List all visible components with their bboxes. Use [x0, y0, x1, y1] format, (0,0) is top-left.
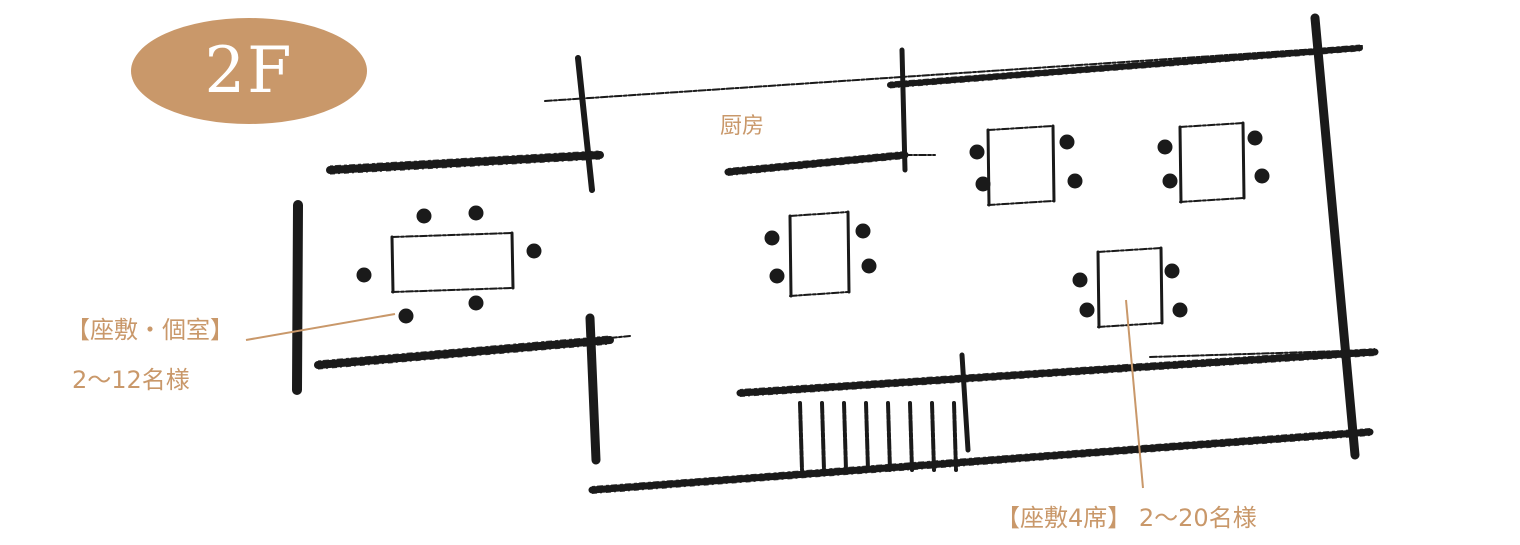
- table-top-2-edge-left-edge: [1179, 128, 1182, 204]
- wall-top-right-edge: [889, 49, 1361, 89]
- stair-tread: [864, 401, 870, 472]
- wall-bottom-edge: [591, 427, 1371, 488]
- table-top-1-edge-bottom: [987, 200, 1054, 206]
- table-center-edge-bottom: [789, 291, 849, 297]
- seat: [1157, 139, 1173, 155]
- seat: [975, 176, 991, 192]
- wall-top-left-edge: [329, 157, 601, 175]
- wall-bottom: [588, 428, 1374, 494]
- seat: [1067, 173, 1083, 189]
- table-right-edge-bottom: [1097, 322, 1162, 328]
- seat: [398, 308, 414, 324]
- seat: [969, 144, 985, 160]
- private-table-edge-right-edge: [511, 231, 514, 287]
- wall-top-left-edge: [329, 150, 601, 168]
- wall-top-right-edge: [889, 44, 1361, 84]
- wall-kitchen-bottom-edge: [727, 157, 906, 177]
- seat: [1247, 130, 1263, 146]
- wall-corridor-top: [736, 348, 1379, 397]
- staircase: [798, 401, 958, 472]
- floor-badge-label: 2F: [204, 34, 294, 108]
- private-table-edge-top: [391, 232, 513, 238]
- leader-tatami-seating: [1125, 299, 1144, 489]
- seat: [356, 267, 372, 283]
- seat: [468, 295, 484, 311]
- stair-tread: [798, 401, 804, 472]
- seat: [764, 230, 780, 246]
- leader-lines: [245, 299, 1144, 489]
- seat: [1162, 173, 1178, 189]
- table-center-edge-top: [789, 211, 849, 217]
- table-top-2-edge-right-edge: [1242, 124, 1245, 200]
- wall-kitchen-bottom: [724, 151, 909, 176]
- table-top-2-edge-bottom: [1179, 197, 1244, 203]
- private-table-edge-bottom: [391, 287, 513, 293]
- seat: [769, 268, 785, 284]
- table-center-edge-right: [846, 210, 851, 294]
- table-center-edge-left-edge: [789, 214, 792, 295]
- seat: [1172, 302, 1188, 318]
- wall-left-edge: [295, 209, 300, 395]
- seat: [1079, 302, 1095, 318]
- wall-bottom-edge: [591, 434, 1371, 495]
- wall-kitchen-left-edge: [577, 60, 593, 193]
- wall-corridor-top-edge: [739, 347, 1376, 391]
- seat: [1072, 272, 1088, 288]
- table-center-edge-right-edge: [847, 210, 850, 291]
- table-center: [764, 210, 877, 298]
- seat: [468, 205, 484, 221]
- table-top-1-edge-right-edge: [1052, 127, 1055, 203]
- table-right-edge-right-edge: [1160, 249, 1163, 325]
- private-table: [356, 205, 542, 324]
- wall-private-bottom: [314, 336, 614, 369]
- table-top-1-edge-top: [987, 125, 1054, 131]
- table-right-edge-top: [1097, 247, 1162, 253]
- floor-badge: 2F: [131, 18, 367, 124]
- stair-tread: [952, 401, 958, 472]
- seat: [861, 258, 877, 274]
- seat: [526, 243, 542, 259]
- wall-private-bottom-edge: [317, 335, 611, 363]
- walls: [292, 13, 1379, 495]
- kitchen-label: 厨房: [720, 114, 765, 139]
- wall-corridor-top-edge: [1149, 349, 1376, 358]
- stair-tread: [886, 401, 892, 472]
- private-room-capacity: 2～12名様: [72, 366, 190, 394]
- private-room-title: 【座敷・個室】: [66, 316, 234, 344]
- private-table-edge-right-edge: [511, 234, 514, 290]
- wall-kitchen-right-edge: [901, 52, 906, 173]
- stair-tread: [930, 401, 936, 472]
- wall-stair-right-edge: [961, 357, 969, 453]
- table-right-edge-left-edge: [1097, 253, 1100, 329]
- stair-tread: [820, 401, 826, 472]
- wall-top-left: [326, 151, 604, 174]
- tatami-seating-label: 【座敷4席】 2～20名様: [996, 504, 1257, 532]
- private-table-edge-left-edge: [391, 235, 394, 291]
- wall-corridor-left-edge: [588, 322, 598, 465]
- wall-kitchen-bottom-edge: [727, 150, 906, 170]
- table-right: [1072, 246, 1188, 329]
- seat: [1164, 263, 1180, 279]
- table-top-1-edge-left-edge: [987, 131, 990, 207]
- table-top-2: [1157, 121, 1270, 204]
- wall-left-edge: [295, 200, 300, 386]
- stair-tread: [908, 401, 914, 472]
- wall-top-right: [887, 45, 1363, 88]
- wall-corridor-top-edge: [739, 354, 1376, 398]
- wall-private-bottom-tail: [609, 335, 631, 339]
- seat: [1059, 134, 1075, 150]
- table-top-1: [969, 124, 1083, 207]
- leader-private-room: [245, 313, 396, 341]
- table-top-2-edge-top: [1179, 122, 1244, 128]
- wall-right-edge: [1313, 21, 1357, 460]
- stair-tread: [842, 401, 848, 472]
- seat: [1254, 168, 1270, 184]
- seat: [416, 208, 432, 224]
- table-center-edge-left: [788, 214, 793, 298]
- tables: [356, 121, 1270, 329]
- seat: [855, 223, 871, 239]
- private-table-edge-left-edge: [391, 238, 394, 294]
